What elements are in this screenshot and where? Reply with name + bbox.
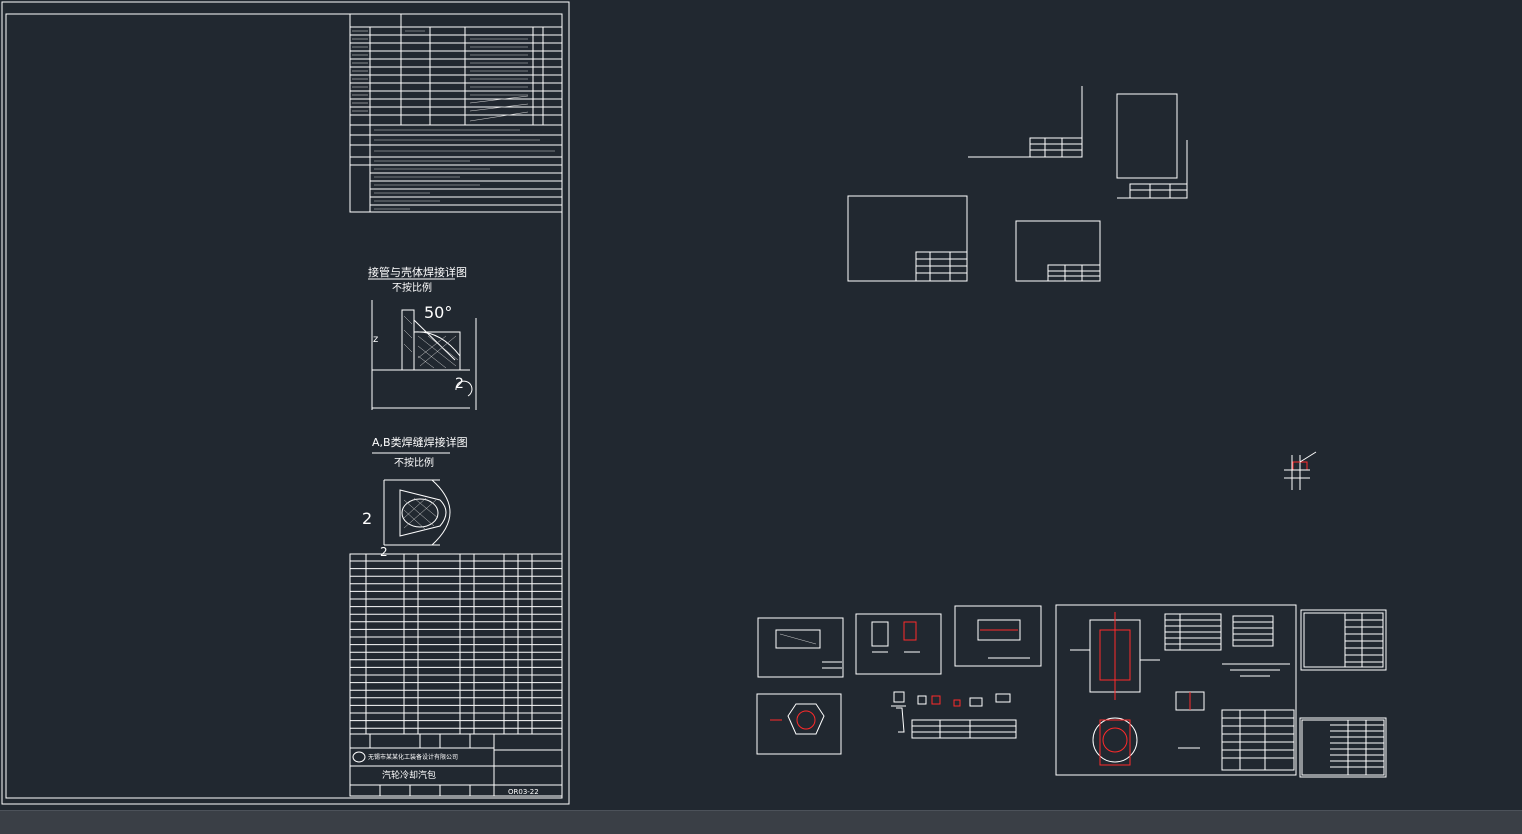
detail1-angle: 50° bbox=[424, 303, 452, 322]
sheet-bottom-4[interactable] bbox=[756, 693, 842, 755]
detail1-title: 接管与壳体焊接详图 bbox=[368, 265, 467, 279]
sheet-right-bottom[interactable] bbox=[1299, 717, 1387, 778]
sheet-thumbnail-a[interactable] bbox=[968, 86, 1083, 158]
titleblock-code: OR03-22 bbox=[508, 788, 539, 796]
main-drawing-sheet[interactable]: 接管与壳体焊接详图 不按比例 50° bbox=[1, 1, 570, 805]
status-bar[interactable] bbox=[0, 810, 1522, 834]
svg-text:2: 2 bbox=[455, 376, 464, 392]
cad-model-space[interactable]: 接管与壳体焊接详图 不按比例 50° bbox=[0, 0, 1522, 810]
assembly-drawing-sheet[interactable] bbox=[1055, 604, 1297, 776]
small-annotation-detail bbox=[1284, 451, 1317, 490]
svg-text:2: 2 bbox=[362, 509, 372, 528]
sheet-thumbnail-d[interactable] bbox=[1015, 220, 1101, 282]
sheet-thumbnail-c[interactable] bbox=[847, 195, 968, 282]
drawing-canvas[interactable]: 接管与壳体焊接详图 不按比例 50° bbox=[0, 0, 1522, 810]
title-block: 无锡市某某化工装备设计有限公司 汽轮冷却汽包 OR03-22 bbox=[349, 733, 563, 797]
detail2-scale: 不按比例 bbox=[394, 456, 434, 469]
technical-spec-table bbox=[349, 13, 563, 213]
sheet-thumbnail-b[interactable] bbox=[1116, 93, 1188, 199]
detail2-title: A,B类焊缝焊接详图 bbox=[372, 435, 468, 449]
sheet-bottom-1[interactable] bbox=[757, 617, 844, 678]
nozzle-weld-detail: 接管与壳体焊接详图 不按比例 50° bbox=[368, 265, 477, 410]
titleblock-name: 汽轮冷却汽包 bbox=[382, 769, 436, 781]
svg-text:z: z bbox=[373, 334, 378, 345]
ab-weld-detail: A,B类焊缝焊接详图 不按比例 2 2 bbox=[362, 435, 468, 559]
detail1-scale: 不按比例 bbox=[392, 281, 432, 294]
sheet-right-top[interactable] bbox=[1300, 609, 1387, 671]
loose-parts-group bbox=[891, 691, 1017, 739]
svg-text:2: 2 bbox=[380, 545, 388, 559]
parts-list-table bbox=[349, 553, 563, 735]
sheet-bottom-2[interactable] bbox=[855, 613, 942, 675]
sheet-bottom-3[interactable] bbox=[954, 605, 1042, 667]
titleblock-company: 无锡市某某化工装备设计有限公司 bbox=[368, 753, 458, 761]
